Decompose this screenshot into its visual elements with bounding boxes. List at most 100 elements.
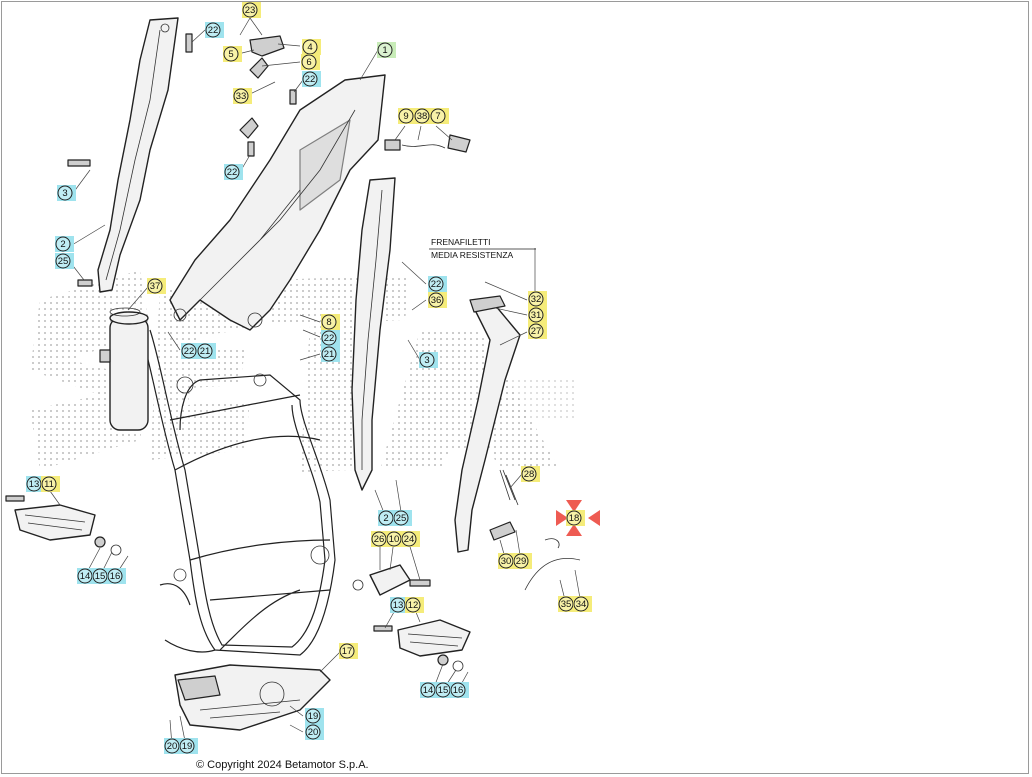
- callout-11[interactable]: 11: [41, 476, 60, 492]
- callout-29[interactable]: 29: [513, 553, 532, 569]
- callout-number: 32: [531, 294, 542, 305]
- callout-circle: [419, 352, 435, 368]
- callout-16[interactable]: 16: [450, 682, 469, 698]
- callout-circle: [428, 276, 444, 292]
- callout-number: 20: [308, 727, 319, 738]
- callout-circle: [57, 185, 73, 201]
- callout-circle: [181, 343, 197, 359]
- callout-9[interactable]: 9: [398, 108, 417, 124]
- chain-guide-bracket: [352, 564, 431, 596]
- callout-8[interactable]: 8: [321, 314, 340, 330]
- callout-36[interactable]: 36: [428, 292, 447, 308]
- callout-13[interactable]: 13: [26, 476, 45, 492]
- callout-38[interactable]: 38: [414, 108, 433, 124]
- callout-21[interactable]: 21: [321, 346, 340, 362]
- callout-number: 22: [305, 74, 316, 85]
- callout-22[interactable]: 22: [302, 71, 321, 87]
- callout-20[interactable]: 20: [305, 724, 324, 740]
- callout-35[interactable]: 35: [558, 596, 577, 612]
- callout-circle: [573, 596, 589, 612]
- left-side-rail: [97, 17, 179, 293]
- callout-17[interactable]: 17: [339, 643, 358, 659]
- callout-number: 16: [453, 685, 464, 696]
- callout-circle: [55, 253, 71, 269]
- callout-number: 18: [569, 513, 580, 524]
- callout-22[interactable]: 22: [428, 276, 447, 292]
- callout-13[interactable]: 13: [390, 597, 409, 613]
- callout-number: 8: [326, 317, 331, 328]
- callout-circle: [205, 22, 221, 38]
- callout-number: 28: [524, 469, 535, 480]
- callout-33[interactable]: 33: [233, 88, 252, 104]
- main-frame-tubes: [139, 329, 336, 656]
- callout-circle: [513, 553, 529, 569]
- callout-14[interactable]: 14: [77, 568, 96, 584]
- callout-number: 17: [342, 646, 353, 657]
- rear-subframe: [169, 74, 386, 331]
- callout-7[interactable]: 7: [430, 108, 449, 124]
- callout-31[interactable]: 31: [528, 307, 547, 323]
- callout-16[interactable]: 16: [107, 568, 126, 584]
- callout-number: 7: [435, 111, 440, 122]
- threadlock-note: FRENAFILETTI MEDIA RESISTENZA: [429, 237, 536, 260]
- callout-37[interactable]: 37: [147, 278, 166, 294]
- callout-23[interactable]: 23: [242, 2, 261, 18]
- callout-4[interactable]: 4: [302, 39, 321, 55]
- callout-12[interactable]: 12: [405, 597, 424, 613]
- callout-number: 3: [62, 188, 67, 199]
- callout-28[interactable]: 28: [521, 466, 540, 482]
- callout-3[interactable]: 3: [419, 352, 438, 368]
- callout-number: 23: [245, 5, 256, 16]
- callout-25[interactable]: 25: [55, 253, 74, 269]
- callout-2[interactable]: 2: [378, 510, 397, 526]
- arrow-right-icon: [588, 510, 600, 526]
- callout-circle: [405, 597, 421, 613]
- callout-6[interactable]: 6: [301, 54, 320, 70]
- callout-32[interactable]: 32: [528, 291, 547, 307]
- callout-22[interactable]: 22: [181, 343, 200, 359]
- callout-25[interactable]: 25: [393, 510, 412, 526]
- callout-number: 34: [576, 599, 587, 610]
- callout-22[interactable]: 22: [224, 164, 243, 180]
- callout-5[interactable]: 5: [223, 46, 242, 62]
- callout-circle: [321, 346, 337, 362]
- callout-number: 22: [184, 346, 195, 357]
- callout-24[interactable]: 24: [401, 531, 420, 547]
- copyright-notice: © Copyright 2024 Betamotor S.p.A.: [196, 759, 369, 771]
- callout-circle: [528, 323, 544, 339]
- callout-number: 30: [501, 556, 512, 567]
- callout-number: 16: [110, 571, 121, 582]
- callout-number: 14: [423, 685, 434, 696]
- callout-number: 22: [208, 25, 219, 36]
- callout-14[interactable]: 14: [420, 682, 439, 698]
- callout-number: 11: [44, 479, 54, 490]
- callout-34[interactable]: 34: [573, 596, 592, 612]
- callout-10[interactable]: 10: [386, 531, 405, 547]
- left-footpeg: [5, 495, 122, 556]
- arrow-up-icon: [566, 500, 582, 512]
- callout-3[interactable]: 3: [57, 185, 76, 201]
- arrow-down-icon: [566, 524, 582, 536]
- callout-15[interactable]: 15: [92, 568, 111, 584]
- callout-circle: [302, 71, 318, 87]
- callout-22[interactable]: 22: [205, 22, 224, 38]
- callout-20[interactable]: 20: [164, 738, 183, 754]
- callout-18[interactable]: 18: [566, 510, 585, 526]
- callout-number: 33: [236, 91, 247, 102]
- top-brackets: [67, 33, 471, 287]
- callout-circle: [428, 292, 444, 308]
- callout-19[interactable]: 19: [179, 738, 198, 754]
- skid-plate: [174, 664, 331, 731]
- callout-22[interactable]: 22: [321, 330, 340, 346]
- callout-circle: [339, 643, 355, 659]
- right-footpeg: [373, 619, 471, 672]
- callout-21[interactable]: 21: [197, 343, 216, 359]
- callout-1[interactable]: 1: [377, 42, 396, 58]
- callout-number: 10: [389, 534, 400, 545]
- callout-27[interactable]: 27: [528, 323, 547, 339]
- callout-19[interactable]: 19: [305, 708, 324, 724]
- callout-2[interactable]: 2: [55, 236, 74, 252]
- callout-circle: [242, 2, 258, 18]
- callout-number: 9: [403, 111, 408, 122]
